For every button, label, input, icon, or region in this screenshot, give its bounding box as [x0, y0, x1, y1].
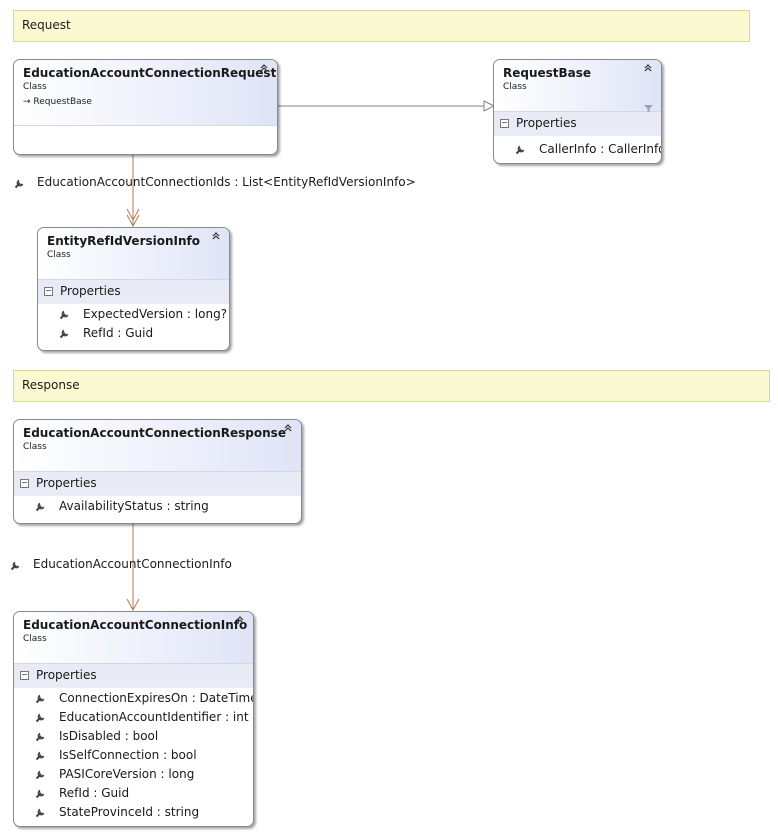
collapse-chevron-icon[interactable] [283, 423, 293, 436]
collapse-section-icon[interactable]: − [44, 286, 53, 296]
property-text: AvailabilityStatus : string [59, 499, 209, 513]
property-text: IsDisabled : bool [59, 729, 159, 743]
class-kind: Class [47, 250, 71, 260]
collapse-section-icon[interactable]: − [20, 670, 29, 680]
class-education-account-connection-request[interactable]: EducationAccountConnectionRequest Class … [13, 59, 278, 155]
wrench-icon [10, 561, 20, 571]
property-row[interactable]: ConnectionExpiresOn : DateTime? [14, 689, 253, 708]
collapse-chevron-icon[interactable] [211, 231, 221, 244]
class-title: EducationAccountConnectionRequest [23, 66, 277, 80]
association-arrowhead-info [126, 598, 140, 612]
class-title: EducationAccountConnectionResponse [23, 426, 286, 440]
region-response[interactable]: Response [13, 370, 770, 402]
property-text: StateProvinceId : string [59, 805, 200, 819]
class-title: EducationAccountConnectionInfo [23, 618, 248, 632]
wrench-icon [35, 694, 45, 704]
section-label: Properties [36, 476, 97, 490]
properties-section-header[interactable]: − Properties [14, 664, 253, 688]
wrench-icon [35, 751, 45, 761]
inherits-arrow-icon: → [23, 97, 31, 107]
class-title: EntityRefIdVersionInfo [47, 234, 201, 248]
property-text: ExpectedVersion : long? [83, 307, 228, 321]
property-text: EducationAccountIdentifier : int [59, 710, 249, 724]
association-label-ids[interactable]: EducationAccountConnectionIds : List<Ent… [37, 175, 416, 189]
wrench-icon [14, 179, 24, 189]
region-request[interactable]: Request [13, 10, 750, 42]
wrench-icon [59, 329, 69, 339]
wrench-icon [35, 770, 45, 780]
wrench-icon [59, 310, 69, 320]
property-row[interactable]: IsDisabled : bool [14, 727, 253, 746]
property-row[interactable]: StateProvinceId : string [14, 803, 253, 822]
class-header: EntityRefIdVersionInfo Class [38, 228, 229, 280]
wrench-icon [515, 145, 525, 155]
properties-section-header[interactable]: − Properties [14, 472, 301, 496]
association-arrowhead-ids-2 [126, 208, 140, 222]
class-header: EducationAccountConnectionInfo Class [14, 612, 253, 664]
property-row[interactable]: RefId : Guid [14, 784, 253, 803]
property-row[interactable]: CallerInfo : CallerInfo [494, 140, 661, 159]
class-education-account-connection-response[interactable]: EducationAccountConnectionResponse Class… [13, 419, 302, 524]
class-kind: Class [23, 634, 47, 644]
property-row[interactable]: PASICoreVersion : long [14, 765, 253, 784]
wrench-icon [35, 713, 45, 723]
region-response-label: Response [22, 378, 80, 392]
filter-icon[interactable] [644, 99, 653, 114]
property-text: ConnectionExpiresOn : DateTime? [59, 691, 254, 705]
inheritance-arrowhead [483, 100, 496, 112]
class-kind: Class [23, 442, 47, 452]
property-row[interactable]: RefId : Guid [38, 324, 229, 343]
property-text: PASICoreVersion : long [59, 767, 195, 781]
section-label: Properties [516, 116, 577, 130]
class-kind: Class [23, 82, 47, 92]
collapse-section-icon[interactable]: − [20, 478, 29, 488]
class-header: EducationAccountConnectionResponse Class [14, 420, 301, 472]
properties-section-header[interactable]: − Properties [494, 112, 661, 136]
class-inherits-name: RequestBase [33, 97, 92, 107]
property-text: RefId : Guid [59, 786, 130, 800]
wrench-icon [35, 789, 45, 799]
property-text: IsSelfConnection : bool [59, 748, 197, 762]
region-request-label: Request [22, 18, 71, 32]
class-education-account-connection-info[interactable]: EducationAccountConnectionInfo Class − P… [13, 611, 254, 827]
class-kind: Class [503, 82, 527, 92]
class-request-base[interactable]: RequestBase Class − Properties CallerInf… [493, 59, 662, 164]
collapse-section-icon[interactable]: − [500, 118, 509, 128]
wrench-icon [35, 502, 45, 512]
property-row[interactable]: AvailabilityStatus : string [14, 497, 301, 516]
properties-section-header[interactable]: − Properties [38, 280, 229, 304]
association-arrowhead-ids [126, 214, 140, 228]
class-header: EducationAccountConnectionRequest Class … [14, 60, 277, 126]
class-inherits: → RequestBase [23, 96, 268, 109]
wrench-icon [35, 732, 45, 742]
class-title: RequestBase [503, 66, 592, 80]
property-row[interactable]: ExpectedVersion : long? [38, 305, 229, 324]
collapse-chevron-icon[interactable] [235, 615, 245, 628]
section-label: Properties [60, 284, 121, 298]
class-header: RequestBase Class [494, 60, 661, 114]
property-text: RefId : Guid [83, 326, 154, 340]
property-row[interactable]: IsSelfConnection : bool [14, 746, 253, 765]
section-label: Properties [36, 668, 97, 682]
collapse-chevron-icon[interactable] [259, 63, 269, 76]
collapse-chevron-icon[interactable] [643, 63, 653, 76]
class-entity-ref-id-version-info[interactable]: EntityRefIdVersionInfo Class − Propertie… [37, 227, 230, 351]
property-text: CallerInfo : CallerInfo [539, 142, 662, 156]
wrench-icon [35, 808, 45, 818]
property-row[interactable]: EducationAccountIdentifier : int [14, 708, 253, 727]
association-label-info[interactable]: EducationAccountConnectionInfo [33, 557, 232, 571]
